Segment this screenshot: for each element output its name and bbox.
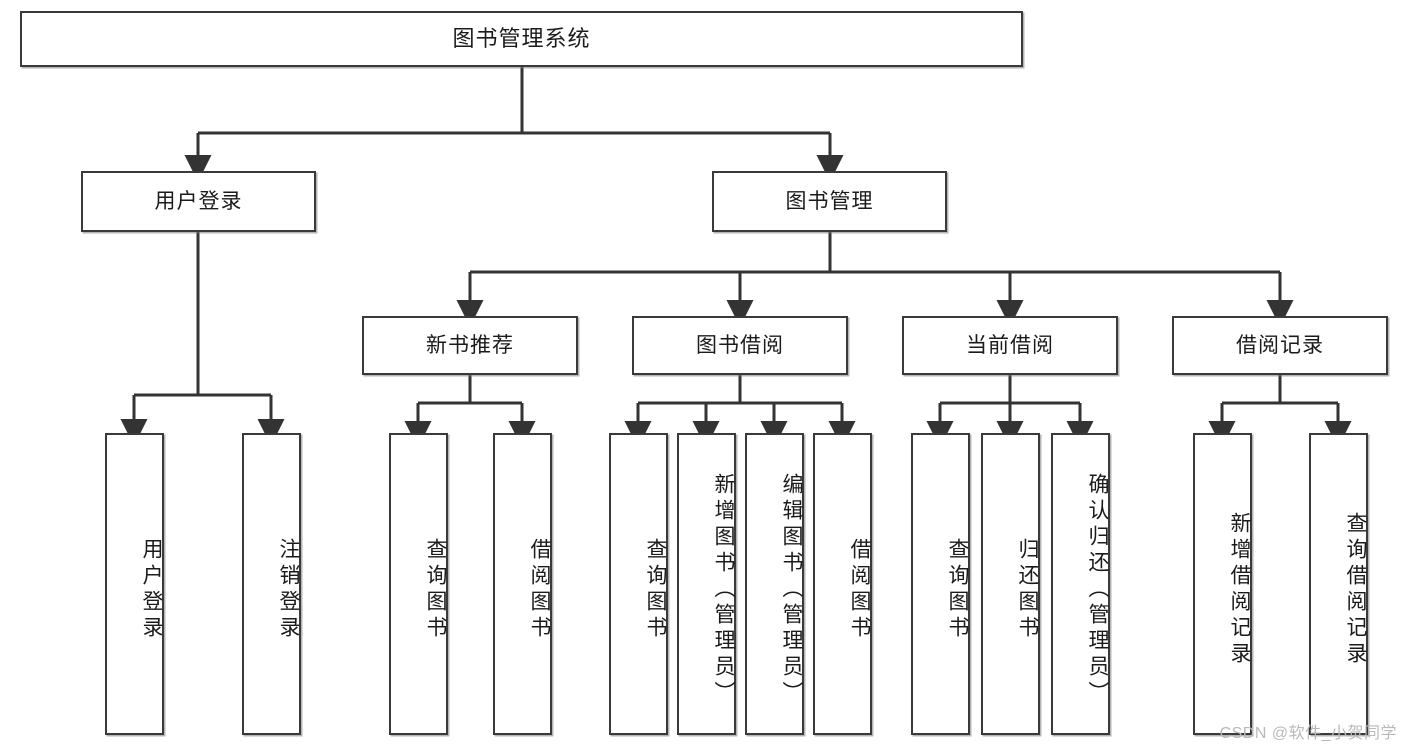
node-book-manage[interactable]: 图书管理 [712, 171, 947, 232]
leaf-edit-book[interactable]: 编辑图书（管理员） [745, 433, 804, 735]
leaf-add-book-label: 新增图书（管理员） [712, 473, 735, 707]
leaf-borrow-book-2-label: 借阅图书 [848, 538, 871, 642]
leaf-add-record[interactable]: 新增借阅记录 [1193, 433, 1252, 735]
leaf-borrow-book-2[interactable]: 借阅图书 [813, 433, 872, 735]
node-user-login-label: 用户登录 [154, 189, 243, 213]
node-book-borrow-label: 图书借阅 [696, 333, 784, 357]
leaf-query-record-label: 查询借阅记录 [1344, 512, 1367, 668]
node-new-book-recommend[interactable]: 新书推荐 [362, 316, 578, 375]
node-borrow-record[interactable]: 借阅记录 [1172, 316, 1388, 375]
leaf-return-book-label: 归还图书 [1016, 538, 1039, 642]
leaf-logout[interactable]: 注销登录 [242, 433, 301, 735]
leaf-query-book-2-label: 查询图书 [644, 538, 667, 642]
leaf-borrow-book-1[interactable]: 借阅图书 [493, 433, 552, 735]
leaf-query-book-3[interactable]: 查询图书 [911, 433, 970, 735]
leaf-return-book[interactable]: 归还图书 [981, 433, 1040, 735]
leaf-query-book-3-label: 查询图书 [946, 538, 969, 642]
watermark: CSDN @软件_小贺同学 [1219, 725, 1397, 742]
leaf-user-login[interactable]: 用户登录 [105, 433, 164, 735]
leaf-query-book-2[interactable]: 查询图书 [609, 433, 668, 735]
leaf-user-login-label: 用户登录 [140, 538, 163, 642]
leaf-query-record[interactable]: 查询借阅记录 [1309, 433, 1368, 735]
node-root[interactable]: 图书管理系统 [20, 11, 1023, 67]
leaf-add-record-label: 新增借阅记录 [1228, 512, 1251, 668]
node-current-borrow-label: 当前借阅 [966, 333, 1054, 357]
leaf-add-book[interactable]: 新增图书（管理员） [677, 433, 736, 735]
node-book-borrow[interactable]: 图书借阅 [632, 316, 848, 375]
node-current-borrow[interactable]: 当前借阅 [902, 316, 1118, 375]
node-root-label: 图书管理系统 [452, 25, 591, 51]
node-user-login[interactable]: 用户登录 [81, 171, 316, 232]
leaf-query-book-1-label: 查询图书 [424, 538, 447, 642]
leaf-edit-book-label: 编辑图书（管理员） [780, 473, 803, 707]
leaf-logout-label: 注销登录 [277, 538, 300, 642]
leaf-borrow-book-1-label: 借阅图书 [528, 538, 551, 642]
node-borrow-record-label: 借阅记录 [1236, 333, 1324, 357]
node-new-book-recommend-label: 新书推荐 [426, 333, 514, 357]
leaf-confirm-return-label: 确认归还（管理员） [1086, 473, 1109, 707]
leaf-query-book-1[interactable]: 查询图书 [389, 433, 448, 735]
leaf-confirm-return[interactable]: 确认归还（管理员） [1051, 433, 1110, 735]
node-book-manage-label: 图书管理 [785, 189, 874, 213]
